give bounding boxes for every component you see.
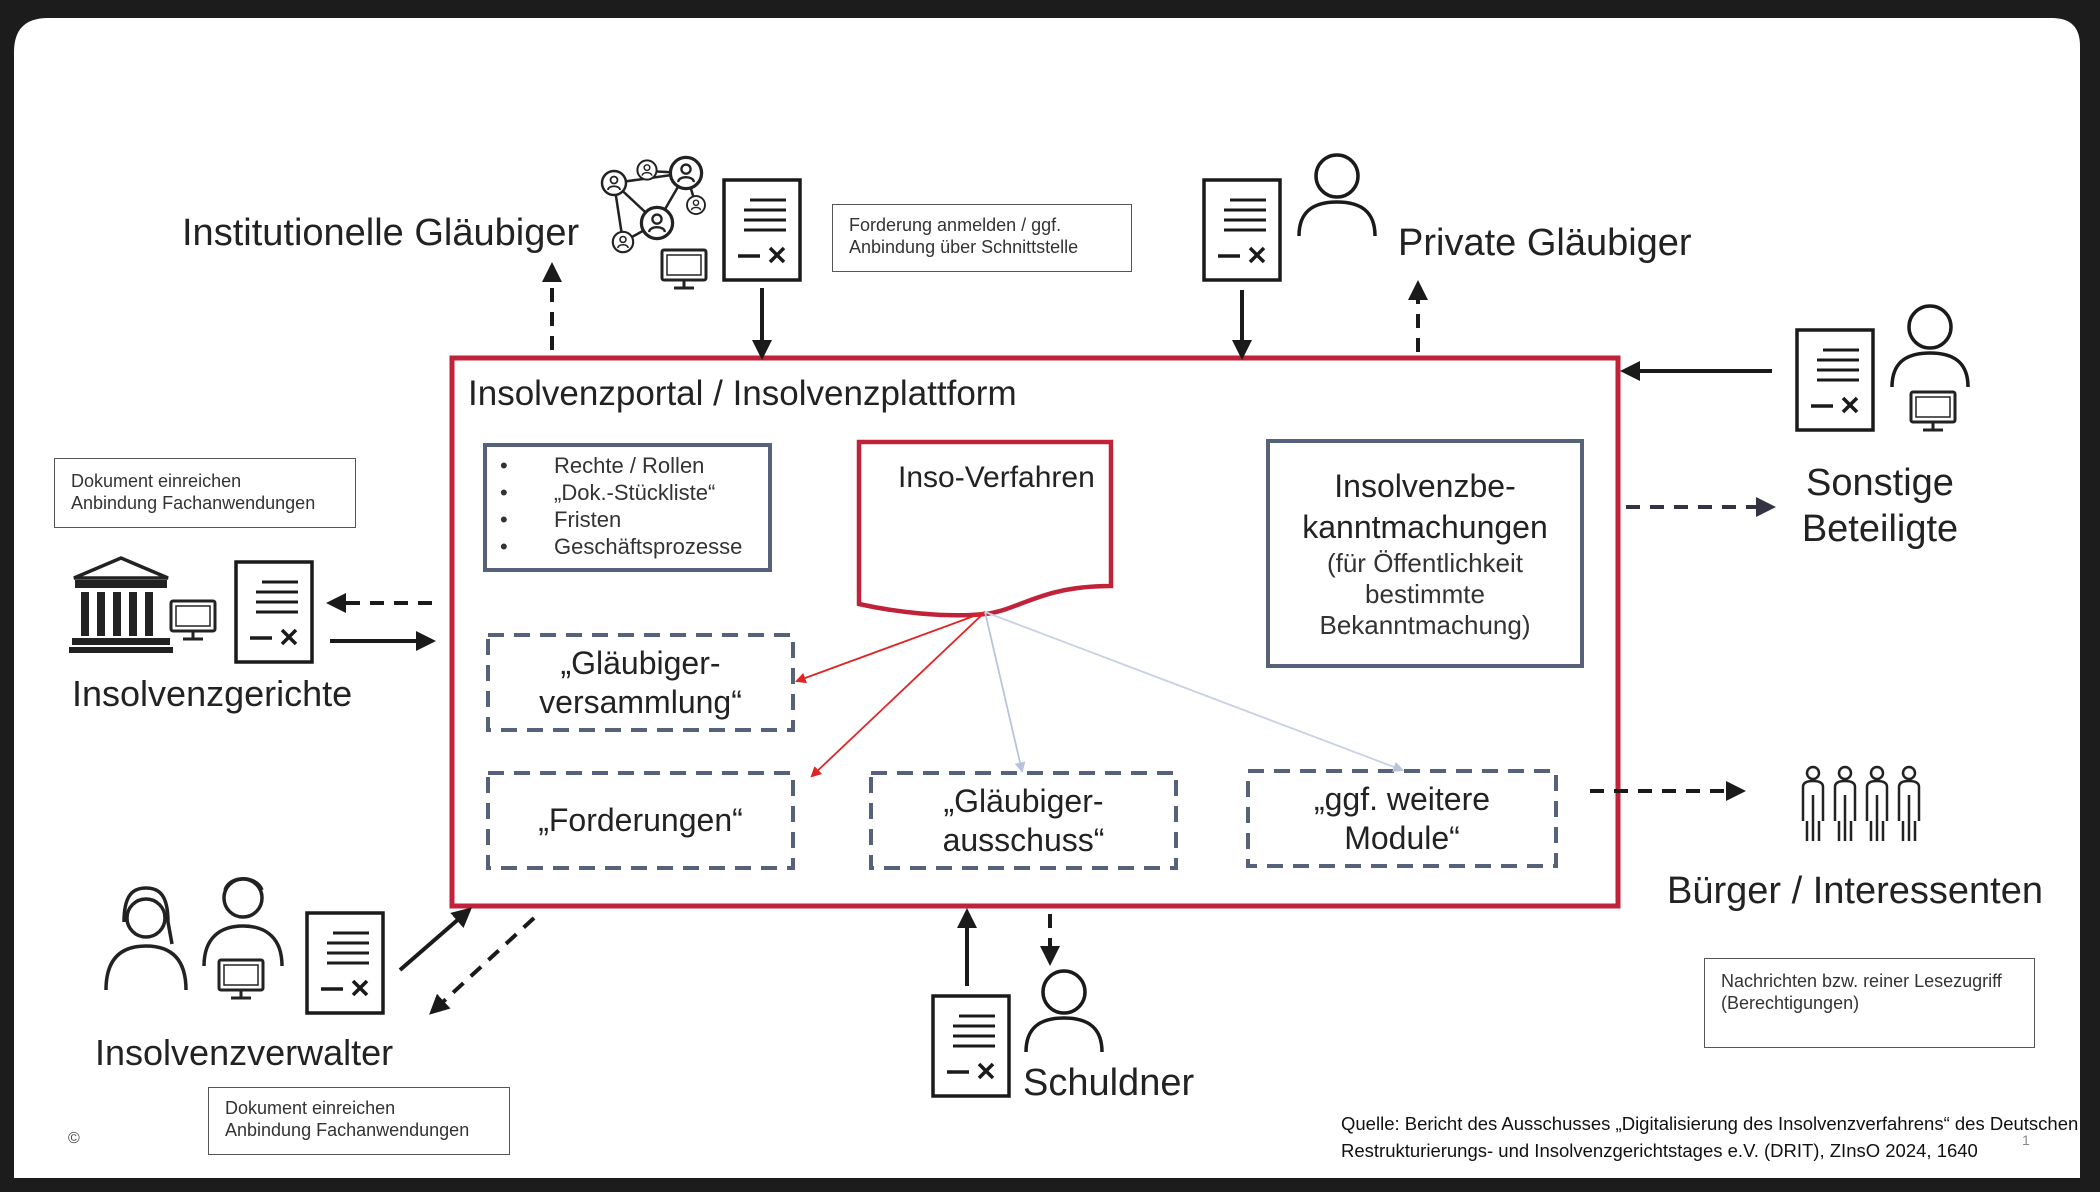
actor-verwalter-label: Insolvenzverwalter <box>95 1032 394 1073</box>
module-glaeubigerausschuss: „Gläubiger- ausschuss“ <box>942 783 1105 858</box>
monitor-icon <box>169 599 217 641</box>
actor-buerger-label: Bürger / Interessenten <box>1667 870 2043 912</box>
monitor-icon <box>1909 390 1957 432</box>
document-icon <box>931 994 1011 1098</box>
module-forderungen: „Forderungen“ <box>538 802 743 839</box>
announcements-box <box>1266 439 1584 668</box>
actor-gerichte-label: Insolvenzgerichte <box>72 673 353 714</box>
announcements-text: Insolvenzbe- kanntmachungen (für Öffentl… <box>1270 466 1580 641</box>
monitor-icon <box>660 248 708 290</box>
roles-box <box>483 443 772 572</box>
announcements-subtitle: (für Öffentlichkeit bestimmte Bekanntmac… <box>1319 548 1531 640</box>
inso-verfahren-label: Inso-Verfahren <box>898 461 1095 494</box>
roles-list: •Rechte / Rollen •„Dok.-Stückliste“ •Fri… <box>500 452 742 560</box>
arrow-to-forderungen <box>810 611 986 778</box>
note-gericht: Dokument einreichen Anbindung Fachanwend… <box>54 458 356 528</box>
group-icon <box>1801 765 1921 843</box>
network-icon <box>600 155 706 254</box>
page-number: 1 <box>2022 1132 2030 1148</box>
roles-list-item: •Fristen <box>500 507 622 532</box>
arrow-to-glaeubigerausschuss <box>984 611 1026 774</box>
copyright-mark: © <box>68 1130 80 1147</box>
module-weitere-box <box>1246 769 1558 868</box>
person-icon <box>1890 304 1970 389</box>
document-icon <box>305 911 385 1015</box>
portal-box <box>449 355 1621 909</box>
actor-schuldner-label: Schuldner <box>1023 1062 1195 1104</box>
note-nachrichten: Nachrichten bzw. reiner Lesezugriff (Ber… <box>1704 958 2035 1048</box>
actor-sonstige-label: Sonstige Beteiligte <box>1801 462 1959 550</box>
person-icon <box>1297 153 1377 238</box>
module-glaeubigerversammlung-box <box>486 633 795 732</box>
document-icon <box>1795 328 1875 432</box>
note-verwalter: Dokument einreichen Anbindung Fachanwend… <box>208 1087 510 1155</box>
arrow-to-glaeubigerversammlung <box>794 611 986 684</box>
roles-list-item: •Geschäftsprozesse <box>500 534 743 559</box>
woman-icon <box>104 886 188 991</box>
person-icon <box>1024 969 1104 1054</box>
monitor-icon <box>217 958 265 1000</box>
courthouse-icon <box>69 556 173 653</box>
arrow-to-weitere-module <box>984 611 1405 772</box>
document-icon <box>1202 178 1282 282</box>
module-forderungen-box <box>486 771 795 870</box>
arrow-verwalter-to-portal <box>398 907 473 972</box>
document-icon <box>234 560 314 664</box>
source-citation: Quelle: Bericht des Ausschusses „Digital… <box>1341 1113 2079 1161</box>
portal-title: Insolvenzportal / Insolvenzplattform <box>468 374 1017 413</box>
roles-list-item: •Rechte / Rollen <box>500 453 705 478</box>
announcements-title: Insolvenzbe- kanntmachungen <box>1302 468 1548 545</box>
actor-private-label: Private Gläubiger <box>1398 222 1692 264</box>
note-forderung: Forderung anmelden / ggf. Anbindung über… <box>832 204 1132 272</box>
man-icon <box>202 877 284 967</box>
module-glaeubigerausschuss-box <box>869 771 1178 870</box>
actor-institutionelle-label: Institutionelle Gläubiger <box>182 212 580 254</box>
module-weitere: „ggf. weitere Module“ <box>1313 781 1491 856</box>
module-glaeubigerversammlung: „Gläubiger- versammlung“ <box>539 645 742 720</box>
document-icon <box>722 178 802 282</box>
roles-list-item: •„Dok.-Stückliste“ <box>500 480 716 505</box>
arrow-portal-to-verwalter <box>429 916 536 1015</box>
